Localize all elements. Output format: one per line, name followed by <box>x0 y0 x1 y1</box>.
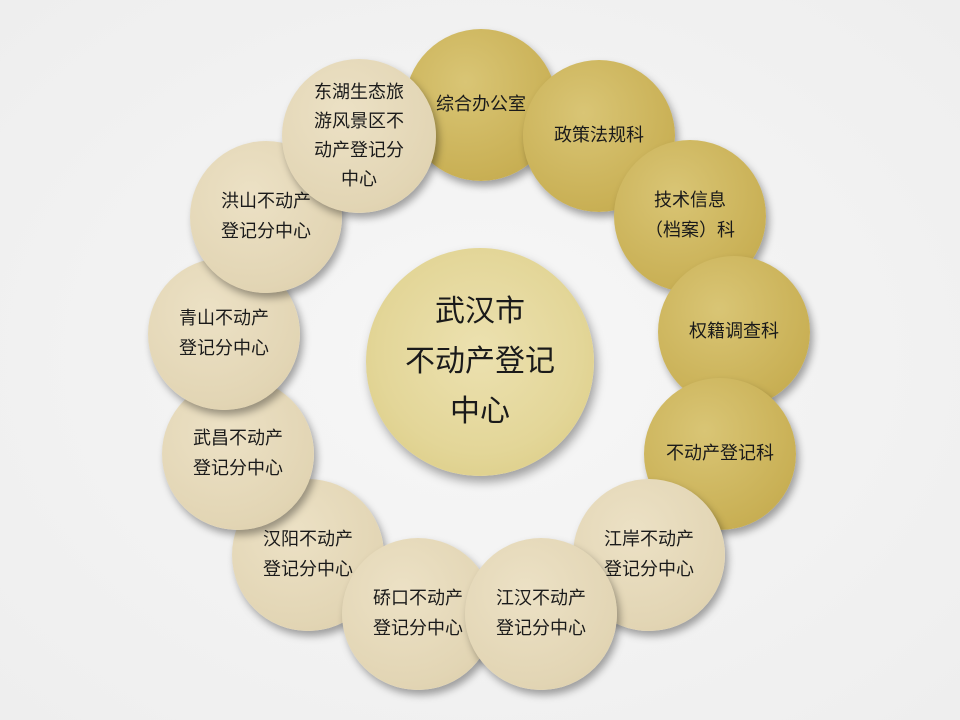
center-node: 武汉市 不动产登记 中心 <box>366 248 594 476</box>
node-label: 青山不动产 登记分中心 <box>179 308 269 359</box>
node-label: 综合办公室 <box>436 94 526 115</box>
node-label: 不动产登记科 <box>666 443 774 464</box>
node-jianghan-center: 江汉不动产 登记分中心 <box>465 538 617 690</box>
node-label: 武昌不动产 登记分中心 <box>193 428 283 479</box>
node-label: 东湖生态旅 游风景区不 动产登记分 中心 <box>314 82 404 190</box>
node-label: 江汉不动产 登记分中心 <box>496 588 586 639</box>
node-label: 汉阳不动产 登记分中心 <box>263 529 353 580</box>
node-label: 政策法规科 <box>554 125 644 146</box>
node-label: 洪山不动产 登记分中心 <box>221 191 311 242</box>
center-title: 武汉市 不动产登记 中心 <box>405 294 555 429</box>
node-label: 权籍调查科 <box>689 321 779 342</box>
node-label: 硚口不动产 登记分中心 <box>373 588 463 639</box>
node-donghu-center: 东湖生态旅 游风景区不 动产登记分 中心 <box>282 59 436 213</box>
node-jiangan-center: 江岸不动产 登记分中心 <box>573 479 725 631</box>
node-zhengce-fagui: 政策法规科 <box>523 60 675 212</box>
node-label: 技术信息 （档案）科 <box>645 190 735 241</box>
node-label: 江岸不动产 登记分中心 <box>604 529 694 580</box>
